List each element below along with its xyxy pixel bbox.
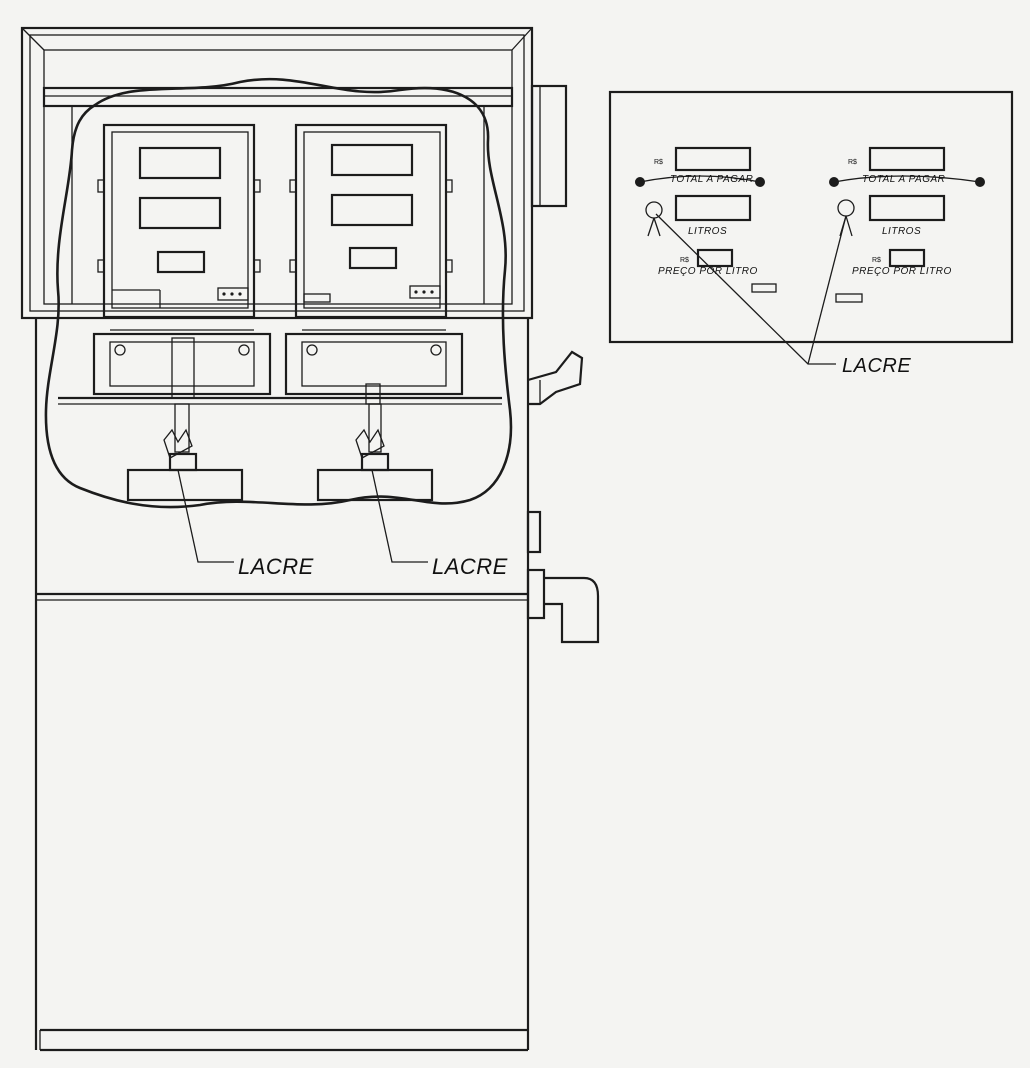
left-meter-mechanism	[92, 329, 272, 502]
currency-total-left: R$	[654, 159, 663, 166]
dispenser-head-frame	[20, 26, 568, 320]
currency-price-left: R$	[680, 257, 689, 264]
cutaway-outline	[44, 77, 513, 509]
price-label-right: PREÇO POR LITRO	[852, 266, 952, 277]
dispenser-cabinet	[34, 318, 530, 1052]
seal-label-panel: LACRE	[842, 355, 911, 377]
seal-label-left: LACRE	[238, 554, 314, 579]
seal-label-right: LACRE	[432, 554, 508, 579]
left-display-unit	[97, 123, 261, 319]
price-label-left: PREÇO POR LITRO	[658, 266, 758, 277]
display-detail-panel: R$ TOTAL A PAGAR LITROS R$ PREÇO POR LIT…	[608, 90, 1014, 377]
panel-right-display: R$ TOTAL A PAGAR LITROS R$ PREÇO POR LIT…	[829, 146, 985, 303]
total-label-left: TOTAL A PAGAR	[670, 174, 753, 185]
right-display-unit	[289, 123, 453, 319]
panel-left-display: R$ TOTAL A PAGAR LITROS R$ PREÇO POR LIT…	[635, 146, 777, 293]
nozzle-holder	[527, 350, 584, 406]
currency-price-right: R$	[872, 257, 881, 264]
currency-total-right: R$	[848, 159, 857, 166]
seal-callout-right: LACRE	[371, 469, 508, 579]
liters-label-left: LITROS	[688, 226, 727, 237]
hose-connector	[526, 510, 600, 644]
seal-callout-panel: LACRE	[655, 213, 911, 377]
seal-callout-left: LACRE	[177, 469, 314, 579]
total-label-right: TOTAL A PAGAR	[862, 174, 945, 185]
liters-label-right: LITROS	[882, 226, 921, 237]
right-meter-mechanism	[284, 329, 464, 502]
